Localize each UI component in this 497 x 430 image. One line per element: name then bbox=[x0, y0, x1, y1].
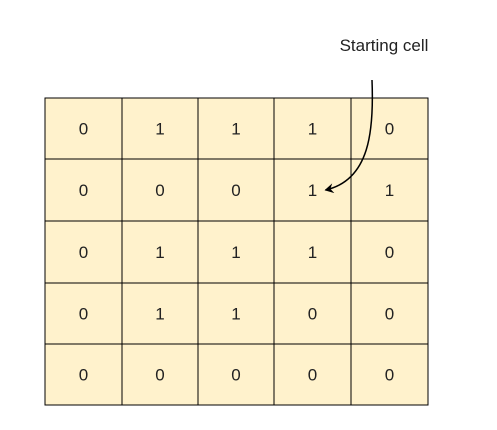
grid-cell-box bbox=[273, 282, 352, 345]
grid-cell: 1 bbox=[121, 97, 199, 160]
grid-cell-box bbox=[197, 97, 275, 160]
grid-cell: 0 bbox=[273, 343, 352, 406]
grid-cell-value: 0 bbox=[79, 120, 88, 139]
grid-cell-value: 0 bbox=[155, 181, 164, 200]
grid-cell-value: 1 bbox=[155, 305, 164, 324]
grid-cell-value: 0 bbox=[385, 243, 394, 262]
grid-cell: 1 bbox=[273, 97, 352, 160]
starting-cell-arrow bbox=[324, 79, 374, 194]
grid-cell-box bbox=[197, 282, 275, 345]
grid-cell-box bbox=[273, 97, 352, 160]
grid-cell-value: 0 bbox=[79, 181, 88, 200]
grid-cell-value: 1 bbox=[155, 120, 164, 139]
grid-cell-value: 0 bbox=[79, 366, 88, 385]
grid-cell: 1 bbox=[273, 158, 352, 222]
grid-cell-value: 1 bbox=[231, 120, 240, 139]
grid-cell-value: 1 bbox=[155, 243, 164, 262]
grid-cell: 1 bbox=[121, 220, 199, 284]
grid-cell-box bbox=[44, 343, 123, 406]
grid-cell: 0 bbox=[44, 343, 123, 406]
grid-cell-box bbox=[350, 282, 429, 345]
grid-cell: 0 bbox=[44, 158, 123, 222]
grid-cell-box bbox=[121, 97, 199, 160]
grid-cell: 0 bbox=[121, 158, 199, 222]
grid-cell: 0 bbox=[44, 282, 123, 345]
grid-cell-value: 1 bbox=[385, 181, 394, 200]
grid-cell-value: 1 bbox=[308, 181, 317, 200]
grid-cell: 0 bbox=[197, 343, 275, 406]
grid-cell: 1 bbox=[350, 158, 429, 222]
grid-cell: 1 bbox=[121, 282, 199, 345]
grid-cell: 0 bbox=[44, 97, 123, 160]
grid-cell-value: 0 bbox=[155, 366, 164, 385]
grid-cell-box bbox=[350, 220, 429, 284]
grid-cell: 1 bbox=[197, 282, 275, 345]
grid-cell: 0 bbox=[121, 343, 199, 406]
grid-cell: 0 bbox=[350, 343, 429, 406]
grid-cell-value: 1 bbox=[231, 243, 240, 262]
grid-cell-box bbox=[197, 343, 275, 406]
starting-cell-label: Starting cell bbox=[340, 36, 429, 55]
grid-cell-value: 0 bbox=[385, 305, 394, 324]
grid-cell-box bbox=[44, 158, 123, 222]
grid: 0 1 1 1 0 0 0 0 1 1 0 1 1 1 0 0 1 1 0 0 0 0 0 0 0 bbox=[44, 97, 429, 406]
grid-cell-value: 0 bbox=[385, 120, 394, 139]
grid-cell-value: 0 bbox=[79, 243, 88, 262]
grid-cell: 0 bbox=[44, 220, 123, 284]
grid-cell-box bbox=[44, 282, 123, 345]
grid-cell: 0 bbox=[273, 282, 352, 345]
grid-cell-value: 0 bbox=[231, 181, 240, 200]
grid-cell-box bbox=[121, 343, 199, 406]
grid-cell-value: 1 bbox=[308, 120, 317, 139]
grid-cell-value: 0 bbox=[308, 305, 317, 324]
grid-cell: 1 bbox=[197, 220, 275, 284]
grid-cell-box bbox=[273, 220, 352, 284]
grid-cell-value: 0 bbox=[231, 366, 240, 385]
grid-cell-value: 0 bbox=[308, 366, 317, 385]
grid-cell-value: 0 bbox=[385, 366, 394, 385]
grid-cell-box bbox=[197, 158, 275, 222]
grid-cell-box bbox=[44, 97, 123, 160]
grid-cell: 0 bbox=[350, 220, 429, 284]
grid-cell-value: 1 bbox=[308, 243, 317, 262]
grid-cell-box bbox=[121, 282, 199, 345]
grid-cell-value: 0 bbox=[79, 305, 88, 324]
grid-cell-box bbox=[350, 158, 429, 222]
grid-cell: 0 bbox=[197, 158, 275, 222]
grid-cell: 0 bbox=[350, 97, 429, 160]
grid-cell-box bbox=[350, 343, 429, 406]
grid-cell-value: 1 bbox=[231, 305, 240, 324]
grid-cell: 1 bbox=[197, 97, 275, 160]
grid-cell-box bbox=[121, 220, 199, 284]
grid-cell: 1 bbox=[273, 220, 352, 284]
grid-cell: 0 bbox=[350, 282, 429, 345]
